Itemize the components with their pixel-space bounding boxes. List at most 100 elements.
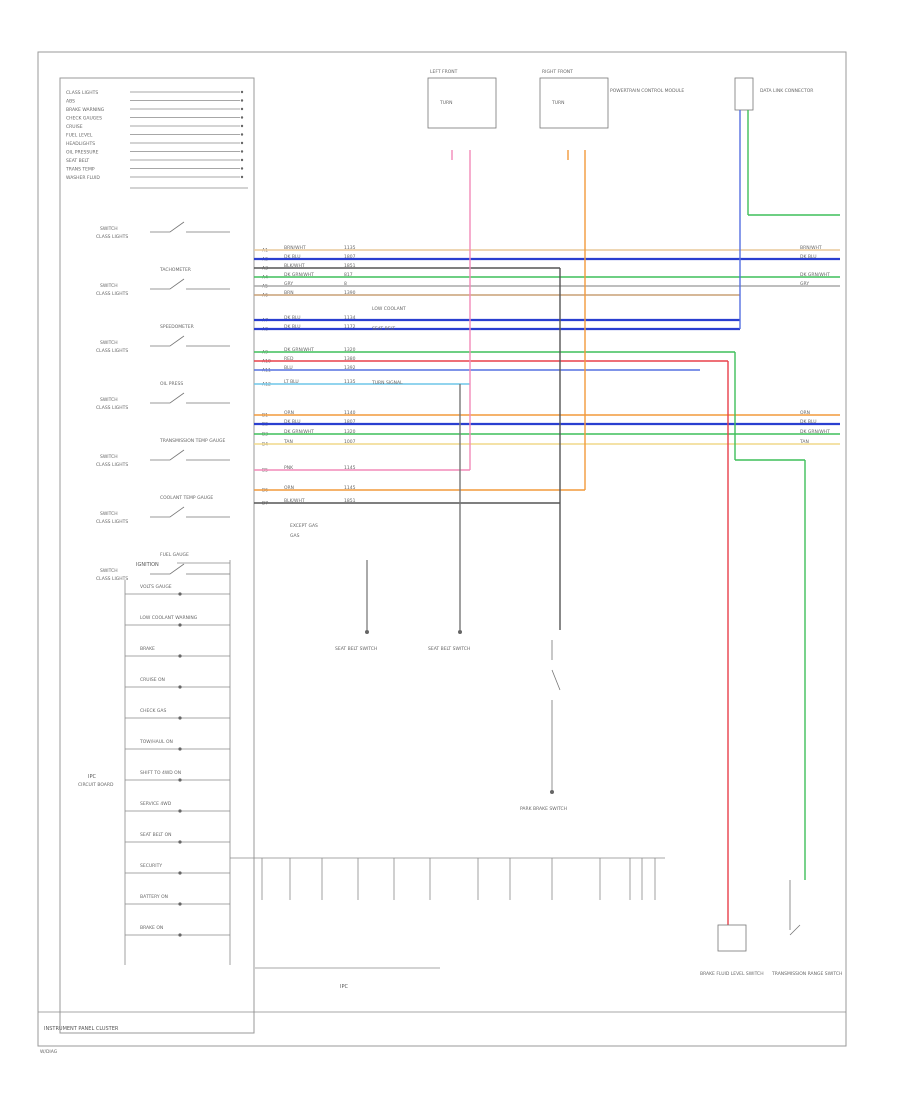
top-components: LEFT FRONT RIGHT FRONT TURN TURN POWERTR… [427,69,813,129]
wire-right-label: DK BLU [800,254,817,260]
switch-label-b: CLASS LIGHTS [96,576,128,582]
ipc-item-node [178,623,182,627]
wire-right-label: TAN [799,439,809,445]
ipc-item-node [178,716,182,720]
top-input-label: OIL PRESSURE [66,150,99,156]
ipc-item-label: CRUISE ON [140,677,165,683]
wire-color-label: DK GRN/WHT [284,347,314,353]
top-input-pin [240,167,244,170]
wire-circuit-number: 1807 [344,419,356,425]
ipc-item-label: BATTERY ON [140,894,168,900]
ipc-item-node [178,871,182,875]
top-input-label: BRAKE WARNING [66,107,105,113]
splice-note-gas: GAS [290,533,300,539]
wire-color-label: DK GRN/WHT [284,429,314,435]
wire-circuit-number: 1172 [344,324,356,330]
top-input-pin [240,116,244,119]
lower-components: SEAT BELT SWITCH SEAT BELT SWITCH PARK B… [335,560,567,812]
wire-circuit-number: 1392 [344,365,356,371]
top-input-label: CRUISE [66,124,83,130]
lower-component-2: SEAT BELT SWITCH [428,646,470,652]
ipc-item-label: BRAKE ON [140,925,163,931]
switch-contact [150,563,230,575]
mid-note-low-coolant: LOW COOLANT [372,306,406,312]
top-input-pin [240,90,244,94]
top-input-pin [240,107,244,111]
ipc-item-node [178,747,182,751]
mid-note-turn-signal: TURN SIGNAL [371,380,403,386]
right-component-trans-range: TRANSMISSION RANGE SWITCH [771,971,842,977]
wire-color-label: PNK [284,465,294,471]
wire-color-label: BRN/WHT [284,245,306,251]
switch-contact [150,278,230,290]
right-components: BRAKE FLUID LEVEL SWITCH TRANSMISSION RA… [700,880,842,977]
ipc-item-label: BRAKE [140,646,155,652]
switch-label-b: CLASS LIGHTS [96,291,128,297]
wire-color-label: ORN [284,485,294,491]
bottom-cluster-label: IPC [340,984,348,990]
wire-color-label: DK BLU [284,315,301,321]
wire-color-label: GRY [284,281,293,287]
top-component-right-sub: TURN [551,100,565,106]
wire-right-label: BRN/WHT [800,245,822,251]
ipc-item-label: VOLTS GAUGE [140,584,172,590]
top-input-pin [240,150,244,153]
wire-circuit-number: 1145 [344,465,356,471]
switch-gauge-label: OIL PRESS [160,381,183,387]
top-input-pin [240,158,244,162]
wire-color-label: DK BLU [284,254,301,260]
ipc-item-label: CHECK GAS [140,708,166,714]
footer-code: W/DIAG [40,1049,58,1055]
wire-color-label: BLU [284,365,293,371]
wire-circuit-number: 1135 [344,379,356,385]
switch-label-b: CLASS LIGHTS [96,462,128,468]
top-input-label: FUEL LEVEL [66,133,93,139]
switch-gauge-label: COOLANT TEMP GAUGE [160,495,213,501]
switch-gauge-label: SPEEDOMETER [160,324,194,330]
wire-color-label: LT BLU [284,379,299,385]
wire-color-label: BRN [284,290,294,296]
splice-note-except-gas: EXCEPT GAS [290,523,318,529]
switch-label-a: SWITCH [100,283,118,289]
switch-label-a: SWITCH [100,226,118,232]
wire-color-label: DK GRN/WHT [284,272,314,278]
top-input-pin [240,133,244,136]
switch-label-a: SWITCH [100,511,118,517]
ipc-item-node [178,902,182,906]
switch-label-a: SWITCH [100,397,118,403]
top-input-pin [240,141,244,145]
wire-circuit-number: 1380 [344,356,356,362]
wire-circuit-number: 1390 [344,290,356,296]
wire-circuit-number: 817 [344,272,353,278]
ipc-item-label: SEAT BELT ON [140,832,172,838]
ipc-item-label: TOW/HAUL ON [139,739,173,745]
switch-gauge-label: TRANSMISSION TEMP GAUGE [159,438,226,444]
top-input-label: CHECK GAUGES [66,116,102,122]
wire-color-label: DK BLU [284,324,301,330]
top-input-pin [240,124,244,128]
ipc-block-label: IPC [88,774,96,780]
wire-circuit-number: 1851 [344,263,356,269]
wire-right-label: ORN [800,410,810,416]
switch-label-b: CLASS LIGHTS [96,234,128,240]
top-input-pin [240,175,244,179]
wire-circuit-number: 1135 [344,245,356,251]
wire-right-label: GRY [800,281,809,287]
title-left: INSTRUMENT PANEL CLUSTER [44,1026,119,1032]
wire-circuit-number: 1140 [344,410,356,416]
wire-right-label: DK GRN/WHT [800,272,830,278]
switch-label-b: CLASS LIGHTS [96,405,128,411]
ipc-item-node [178,778,182,782]
ipc-item-node [178,685,182,689]
ipc-item-node [178,809,182,813]
top-component-left-sub: TURN [439,100,453,106]
lower-component-3: PARK BRAKE SWITCH [520,806,567,812]
wire-right-label: DK GRN/WHT [800,429,830,435]
top-input-label: SEAT BELT [66,158,89,164]
ipc-item-node [178,654,182,658]
switch-contact [150,221,230,233]
switch-label-b: CLASS LIGHTS [96,519,128,525]
